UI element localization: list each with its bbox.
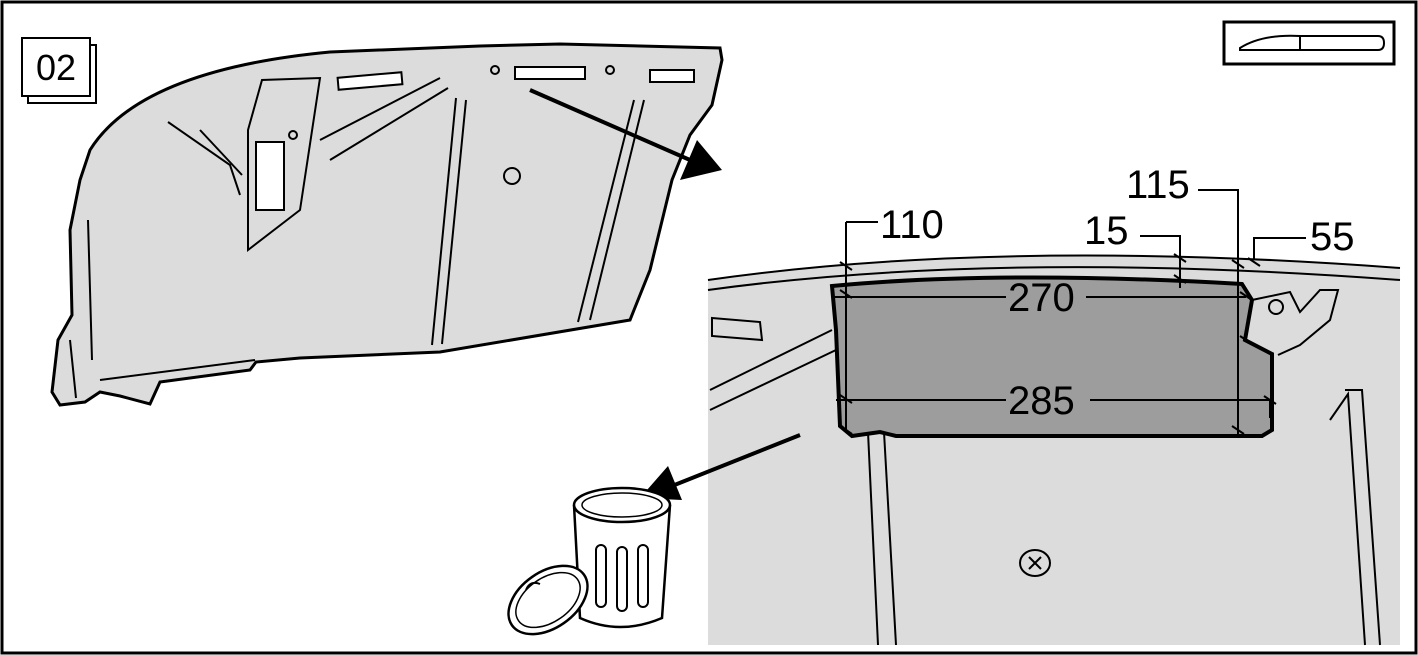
dimension-115: 115 bbox=[1126, 163, 1190, 207]
cutout-area bbox=[829, 275, 1274, 439]
dimension-285: 285 bbox=[1008, 379, 1075, 423]
dimension-110: 110 bbox=[880, 203, 944, 247]
knife-icon bbox=[1222, 20, 1396, 66]
dimension-55: 55 bbox=[1310, 215, 1355, 259]
hood-insulation-panel bbox=[50, 42, 724, 407]
detail-view bbox=[707, 254, 1401, 646]
step-number-badge: 02 bbox=[21, 37, 97, 104]
dimension-lines bbox=[834, 189, 1306, 435]
trash-bin-icon bbox=[507, 486, 672, 636]
step-number: 02 bbox=[36, 47, 76, 88]
dimension-15: 15 bbox=[1084, 209, 1129, 253]
dimension-270: 270 bbox=[1008, 276, 1075, 320]
arrow-to-detail bbox=[529, 88, 722, 180]
